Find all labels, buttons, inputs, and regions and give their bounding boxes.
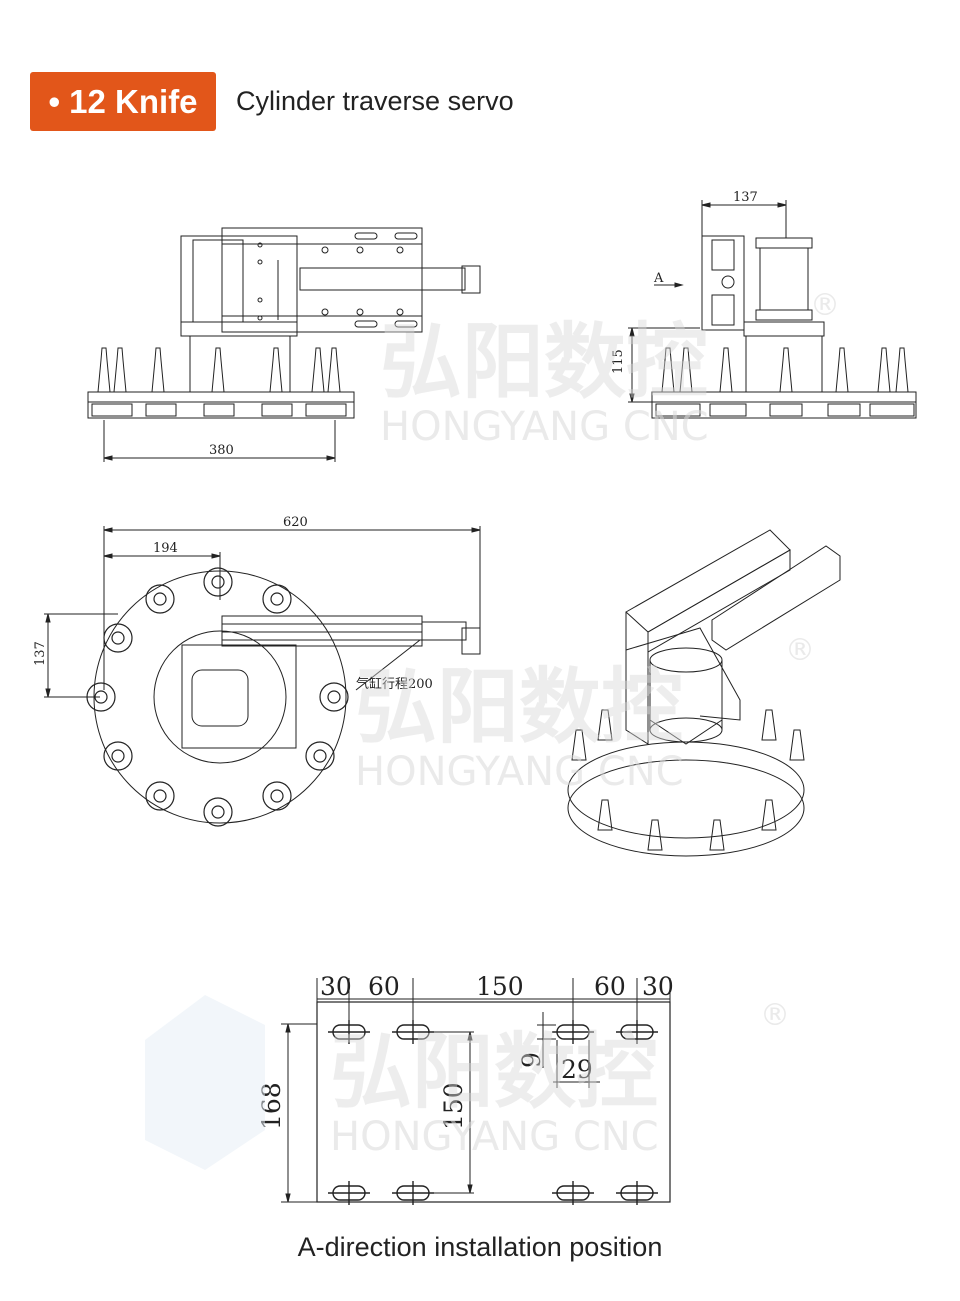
front-dim-width: 380 bbox=[209, 443, 234, 458]
subtitle: Cylinder traverse servo bbox=[236, 86, 514, 116]
dim-slot-width: 29 bbox=[561, 1055, 593, 1084]
dim-top-3: 150 bbox=[476, 972, 524, 1001]
rail-plate bbox=[221, 227, 423, 333]
watermark-reg-3: ® bbox=[760, 998, 790, 1033]
front-view: 380 bbox=[87, 227, 481, 462]
watermark-cn-2: 弘阳数控 bbox=[355, 660, 683, 755]
watermark-en-2: HONGYANG CNC bbox=[355, 749, 684, 795]
watermark-en-3: HONGYANG CNC bbox=[330, 1114, 659, 1160]
view-marker: A bbox=[653, 271, 664, 286]
dim-top-5: 30 bbox=[642, 972, 674, 1001]
mount-slots bbox=[328, 1020, 658, 1205]
title-badge: • 12 Knife bbox=[30, 72, 216, 131]
dim-slot-height: 9 bbox=[517, 1052, 546, 1068]
dim-top-1: 30 bbox=[320, 972, 352, 1001]
front-tool-holders bbox=[91, 347, 347, 417]
dim-top-2: 60 bbox=[368, 972, 400, 1001]
plate-outline bbox=[316, 1001, 671, 1203]
isometric-view bbox=[567, 529, 841, 857]
mount-plate: 30 60 150 60 30 168 150 9 2 bbox=[257, 972, 674, 1205]
watermark-cn-1: 弘阳数控 bbox=[380, 315, 708, 410]
side-view: 137 A 115 bbox=[611, 190, 917, 419]
top-dim-partial: 194 bbox=[153, 541, 178, 556]
top-dim-vertical: 137 bbox=[33, 641, 48, 666]
iso-tool-holders bbox=[571, 709, 805, 851]
side-dim-top: 137 bbox=[733, 190, 758, 205]
top-view: 620 194 137 气缸行程200 bbox=[33, 515, 481, 827]
side-tool-holders bbox=[655, 347, 915, 417]
watermark-reg-2: ® bbox=[785, 633, 815, 668]
side-dim-height: 115 bbox=[611, 349, 626, 374]
watermark-en-1: HONGYANG CNC bbox=[380, 404, 709, 450]
watermark-logo-shape bbox=[145, 995, 265, 1170]
watermark-reg-1: ® bbox=[810, 288, 840, 323]
top-tool-pockets bbox=[86, 567, 349, 827]
dim-inner-height: 150 bbox=[439, 1082, 468, 1130]
top-dim-total: 620 bbox=[283, 515, 308, 530]
stroke-label: 气缸行程200 bbox=[356, 676, 433, 692]
caption: A-direction installation position bbox=[297, 1232, 663, 1262]
watermarks: 弘阳数控 HONGYANG CNC ® 弘阳数控 HONGYANG CNC ® … bbox=[145, 288, 840, 1170]
dim-top-4: 60 bbox=[594, 972, 626, 1001]
watermark-cn-3: 弘阳数控 bbox=[330, 1025, 658, 1120]
body-box bbox=[180, 235, 298, 337]
